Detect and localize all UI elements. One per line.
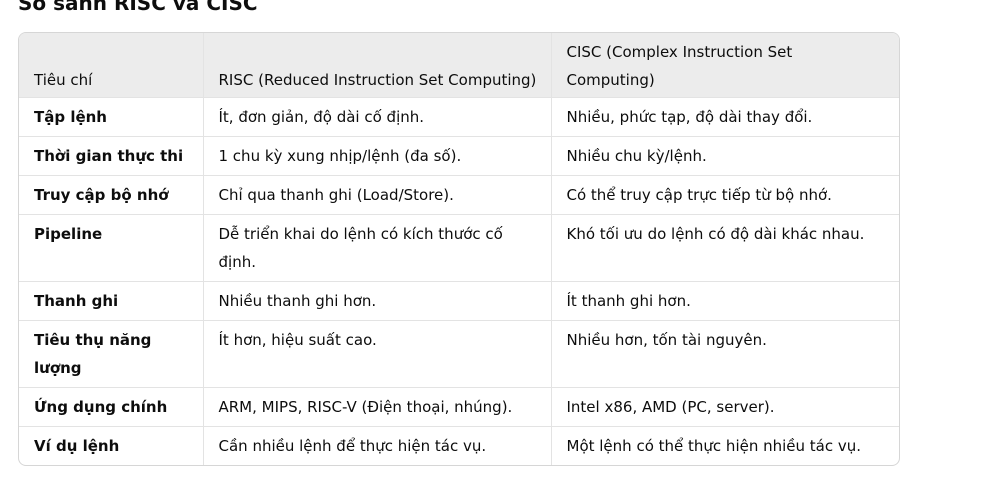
- cisc-cell: Một lệnh có thể thực hiện nhiều tác vụ.: [550, 426, 899, 465]
- table-row: Tiêu thụ năng lượng Ít hơn, hiệu suất ca…: [19, 320, 899, 388]
- cisc-cell: Nhiều hơn, tốn tài nguyên.: [550, 320, 899, 388]
- table-row: Pipeline Dễ triển khai do lệnh có kích t…: [19, 214, 899, 282]
- table-header-row: Tiêu chí RISC (Reduced Instruction Set C…: [19, 33, 899, 98]
- cisc-cell: Intel x86, AMD (PC, server).: [550, 387, 899, 427]
- header-risc: RISC (Reduced Instruction Set Computing): [202, 33, 551, 98]
- table-row: Thanh ghi Nhiều thanh ghi hơn. Ít thanh …: [19, 281, 899, 321]
- criteria-cell: Truy cập bộ nhớ: [19, 175, 203, 215]
- criteria-cell: Tiêu thụ năng lượng: [19, 320, 203, 388]
- risc-cell: ARM, MIPS, RISC-V (Điện thoại, nhúng).: [202, 387, 551, 427]
- risc-cell: Ít hơn, hiệu suất cao.: [202, 320, 551, 388]
- table-row: Thời gian thực thi 1 chu kỳ xung nhịp/lệ…: [19, 136, 899, 176]
- table-row: Tập lệnh Ít, đơn giản, độ dài cố định. N…: [19, 97, 899, 137]
- criteria-cell: Thanh ghi: [19, 281, 203, 321]
- cisc-cell: Nhiều chu kỳ/lệnh.: [550, 136, 899, 176]
- table-row: Ứng dụng chính ARM, MIPS, RISC-V (Điện t…: [19, 387, 899, 427]
- risc-cell: Cần nhiều lệnh để thực hiện tác vụ.: [202, 426, 551, 465]
- criteria-cell: Ứng dụng chính: [19, 387, 203, 427]
- comparison-table: Tiêu chí RISC (Reduced Instruction Set C…: [18, 32, 900, 466]
- page-title: So sánh RISC và CISC: [18, 0, 258, 15]
- risc-cell: Ít, đơn giản, độ dài cố định.: [202, 97, 551, 137]
- risc-cell: Nhiều thanh ghi hơn.: [202, 281, 551, 321]
- risc-cell: Dễ triển khai do lệnh có kích thước cố đ…: [202, 214, 551, 282]
- cisc-cell: Khó tối ưu do lệnh có độ dài khác nhau.: [550, 214, 899, 282]
- cisc-cell: Nhiều, phức tạp, độ dài thay đổi.: [550, 97, 899, 137]
- table-row: Ví dụ lệnh Cần nhiều lệnh để thực hiện t…: [19, 426, 899, 465]
- table-row: Truy cập bộ nhớ Chỉ qua thanh ghi (Load/…: [19, 175, 899, 215]
- header-criteria: Tiêu chí: [19, 33, 203, 98]
- risc-cell: Chỉ qua thanh ghi (Load/Store).: [202, 175, 551, 215]
- criteria-cell: Pipeline: [19, 214, 203, 282]
- header-cisc: CISC (Complex Instruction Set Computing): [550, 33, 899, 98]
- cisc-cell: Có thể truy cập trực tiếp từ bộ nhớ.: [550, 175, 899, 215]
- cisc-cell: Ít thanh ghi hơn.: [550, 281, 899, 321]
- criteria-cell: Tập lệnh: [19, 97, 203, 137]
- criteria-cell: Thời gian thực thi: [19, 136, 203, 176]
- criteria-cell: Ví dụ lệnh: [34, 437, 120, 455]
- risc-cell: 1 chu kỳ xung nhịp/lệnh (đa số).: [202, 136, 551, 176]
